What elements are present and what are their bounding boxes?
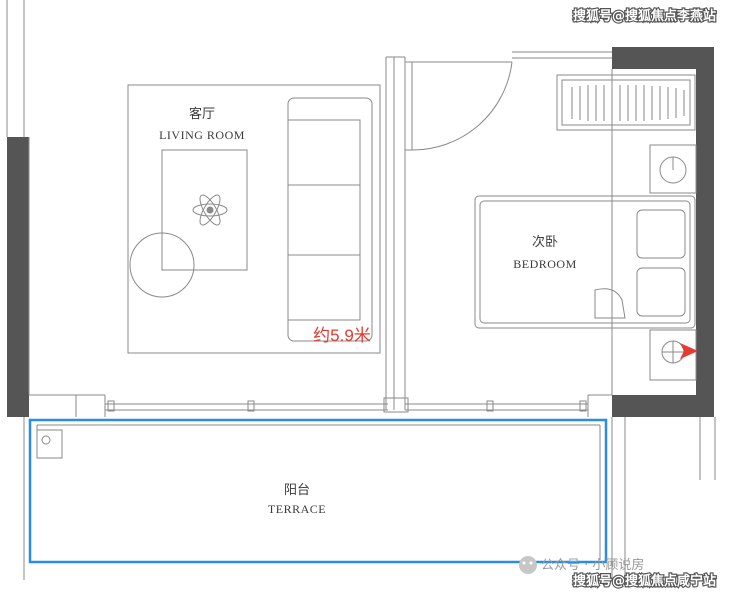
- living-room-label-cn: 客厅: [189, 106, 215, 122]
- right-wall: [696, 47, 714, 417]
- window-markers: [107, 397, 587, 413]
- bedroom-label-en: BEDROOM: [513, 257, 577, 271]
- watermark-bottom: 搜狐号@搜狐焦点咸宁站: [573, 573, 716, 589]
- dimension-label: 约5.9米: [313, 326, 371, 345]
- living-furniture: [127, 84, 381, 354]
- nightstand-bottom: [649, 329, 697, 381]
- wardrobe-hangers: [571, 85, 685, 121]
- side-table: [129, 232, 195, 298]
- pillow-bottom: [636, 267, 686, 317]
- terrace-label-en: TERRACE: [268, 502, 326, 516]
- outline-lines: [6, 0, 716, 580]
- bedroom-furniture: [474, 74, 697, 381]
- dimension-arrow: [40, 343, 698, 359]
- walls: [7, 47, 714, 417]
- terrace-label-cn: 阳台: [284, 483, 310, 498]
- door-swing: [411, 61, 513, 151]
- bed: [474, 195, 696, 329]
- top-right-wall: [612, 47, 712, 69]
- terrace-highlight: [28, 418, 608, 564]
- coffee-table: [161, 149, 248, 271]
- wechat-account-label: 公众号 · 小顾说房: [541, 557, 644, 573]
- bottom-right-wall: [612, 395, 712, 417]
- watermark-top: 搜狐号@搜狐焦点李燕站: [573, 8, 716, 24]
- wechat-watermark: 公众号 · 小顾说房: [519, 556, 644, 574]
- living-room-label-en: LIVING ROOM: [159, 128, 245, 142]
- wardrobe: [556, 74, 696, 131]
- terrace-column: [36, 429, 63, 459]
- sofa: [287, 97, 373, 342]
- living-rug: [127, 84, 381, 354]
- left-wall: [7, 137, 29, 417]
- nightstand-top: [649, 144, 697, 194]
- bedroom-label-cn: 次卧: [532, 234, 558, 250]
- pillow-top: [636, 209, 686, 259]
